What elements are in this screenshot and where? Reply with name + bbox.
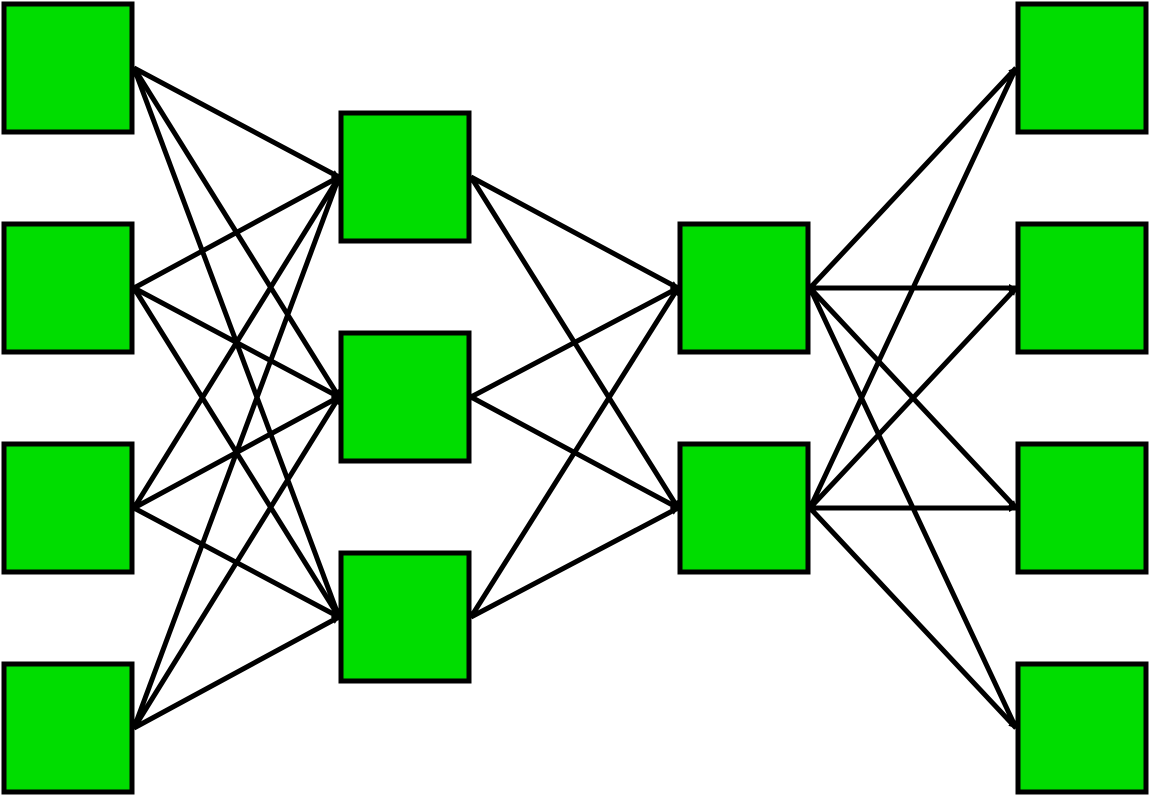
node-layer-1-1 (1, 1, 135, 135)
node-layer-4-1 (1015, 1, 1149, 135)
edge-l2n3-to-l3n2 (469, 505, 680, 620)
node-layer-4-4 (1015, 661, 1149, 795)
edge-l1n2-to-l2n1 (132, 174, 341, 291)
edge-l3n2-to-l4n1 (807, 66, 1019, 510)
node-layer-2-3 (338, 550, 472, 684)
edge-l3n2-to-l4n2 (808, 286, 1018, 510)
edge-l3n1-to-l4n1 (808, 66, 1018, 290)
edges-group (131, 65, 1019, 731)
node-layer-4-2 (1015, 221, 1149, 355)
node-layer-2-1 (338, 110, 472, 244)
edge-l1n4-to-l2n2 (131, 395, 342, 730)
node-layer-1-2 (1, 221, 135, 355)
node-layer-3-2 (677, 441, 811, 575)
edge-l2n1-to-l3n1 (469, 174, 680, 291)
edge-l1n4-to-l2n1 (131, 176, 342, 729)
node-layer-4-3 (1015, 441, 1149, 575)
node-layer-2-2 (338, 330, 472, 464)
edge-l2n2-to-l3n1 (469, 285, 680, 400)
node-layer-3-1 (677, 221, 811, 355)
edge-l1n1-to-l2n1 (132, 65, 341, 180)
edge-l3n2-to-l4n4 (808, 506, 1018, 730)
edge-l1n4-to-l2n3 (132, 614, 341, 731)
node-layer-1-3 (1, 441, 135, 575)
node-layer-1-4 (1, 661, 135, 795)
edge-l1n3-to-l2n1 (131, 175, 342, 510)
edge-l2n3-to-l3n1 (468, 286, 681, 619)
